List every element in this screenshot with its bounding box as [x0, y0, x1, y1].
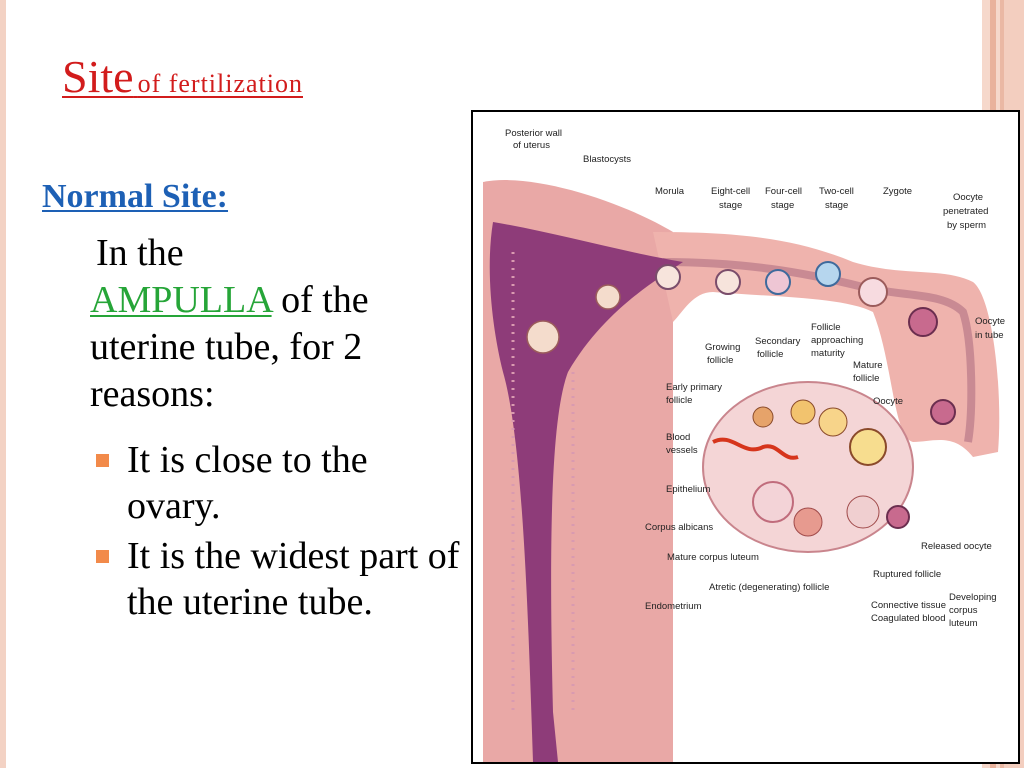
- left-border-stripe: [0, 0, 6, 768]
- two-cell-stage: [815, 261, 841, 287]
- label-epithelium: Epithelium: [666, 484, 710, 495]
- title-small: of fertilization: [137, 69, 303, 98]
- label-zygote: Zygote: [883, 186, 912, 197]
- bullet-square-icon: [96, 454, 109, 467]
- secondary-follicle: [790, 399, 816, 425]
- mature-corpus-luteum: [793, 507, 823, 537]
- label-mature-follicle: Mature: [853, 360, 883, 371]
- label-posterior-wall: Posterior wall: [505, 128, 562, 139]
- eight-cell-stage: [715, 269, 741, 295]
- tube-lumen: [662, 258, 976, 443]
- label-eight-cell: Eight-cell: [711, 186, 750, 197]
- label-oocyte-in-tube: in tube: [975, 330, 1004, 341]
- label-follicle-approaching: approaching: [811, 335, 863, 346]
- bullet-item: It is the widest part of the uterine tub…: [96, 533, 466, 625]
- label-blood-vessels: Blood: [666, 432, 690, 443]
- label-released-oocyte: Released oocyte: [921, 541, 992, 552]
- oocyte-in-tube: [930, 399, 956, 425]
- label-ruptured-follicle: Ruptured follicle: [873, 569, 941, 580]
- label-connective-tissue: Connective tissue: [871, 600, 946, 611]
- corpus-albicans: [752, 481, 794, 523]
- ruptured-follicle: [846, 495, 880, 529]
- label-oocyte-penetrated: penetrated: [943, 206, 988, 217]
- label-oocyte-penetrated: Oocyte: [953, 192, 983, 203]
- label-posterior-wall: of uterus: [513, 140, 550, 151]
- label-blood-vessels: vessels: [666, 445, 698, 456]
- blastocyst: [595, 284, 621, 310]
- title-big: Site: [62, 51, 134, 102]
- label-follicle-approaching: maturity: [811, 348, 845, 359]
- label-endometrium: Endometrium: [645, 601, 702, 612]
- label-secondary-follicle: Secondary: [755, 336, 801, 347]
- label-blastocysts: Blastocysts: [583, 154, 631, 165]
- label-mature-follicle: follicle: [853, 373, 879, 384]
- uterine-tube: [653, 232, 1000, 457]
- label-oocyte-penetrated: by sperm: [947, 220, 986, 231]
- fertilization-diagram: Posterior wall of uterus Blastocysts Mor…: [471, 110, 1020, 764]
- ampulla-highlight: AMPULLA: [90, 279, 272, 321]
- uterine-cavity: [489, 222, 683, 762]
- bullet-text: It is close to the ovary.: [127, 439, 368, 527]
- bullet-item: It is close to the ovary.: [96, 437, 466, 529]
- mature-follicle: [849, 428, 887, 466]
- body-line1: In the: [96, 232, 184, 274]
- label-four-cell: Four-cell: [765, 186, 802, 197]
- blood-vessels: [712, 437, 799, 460]
- label-developing-corpus-luteum: luteum: [949, 618, 978, 629]
- oocyte-penetrated: [908, 307, 938, 337]
- bullet-square-icon: [96, 550, 109, 563]
- body-text: In the AMPULLA of the uterine tube, for …: [90, 230, 462, 418]
- morula: [655, 264, 681, 290]
- label-two-cell: stage: [825, 200, 848, 211]
- slide-title: Site of fertilization: [62, 50, 303, 103]
- label-follicle-approaching: Follicle: [811, 322, 841, 333]
- label-four-cell: stage: [771, 200, 794, 211]
- label-early-primary: Early primary: [666, 382, 722, 393]
- bullet-text: It is the widest part of the uterine tub…: [127, 535, 460, 623]
- label-secondary-follicle: follicle: [757, 349, 783, 360]
- label-eight-cell: stage: [719, 200, 742, 211]
- released-oocyte: [886, 505, 910, 529]
- follicle-approaching-maturity: [818, 407, 848, 437]
- label-morula: Morula: [655, 186, 685, 197]
- label-developing-corpus-luteum: Developing: [949, 592, 997, 603]
- label-corpus-albicans: Corpus albicans: [645, 522, 713, 533]
- label-early-primary: follicle: [666, 395, 692, 406]
- bullet-list: It is close to the ovary. It is the wide…: [96, 437, 466, 629]
- subheading: Normal Site:: [42, 178, 229, 215]
- label-growing-follicle: follicle: [707, 355, 733, 366]
- label-developing-corpus-luteum: corpus: [949, 605, 978, 616]
- blastocyst: [526, 320, 560, 354]
- label-oocyte-in-tube: Oocyte: [975, 316, 1005, 327]
- four-cell-stage: [765, 269, 791, 295]
- label-coagulated-blood: Coagulated blood: [871, 613, 945, 624]
- body-line2: of the uterine tube, for 2 reasons:: [90, 279, 369, 415]
- diagram-svg: Posterior wall of uterus Blastocysts Mor…: [483, 128, 1005, 762]
- label-two-cell: Two-cell: [819, 186, 854, 197]
- label-mature-corpus-luteum: Mature corpus luteum: [667, 552, 759, 563]
- label-growing-follicle: Growing: [705, 342, 740, 353]
- growing-follicle: [752, 406, 774, 428]
- label-atretic-follicle: Atretic (degenerating) follicle: [709, 582, 829, 593]
- zygote: [858, 277, 888, 307]
- label-oocyte: Oocyte: [873, 396, 903, 407]
